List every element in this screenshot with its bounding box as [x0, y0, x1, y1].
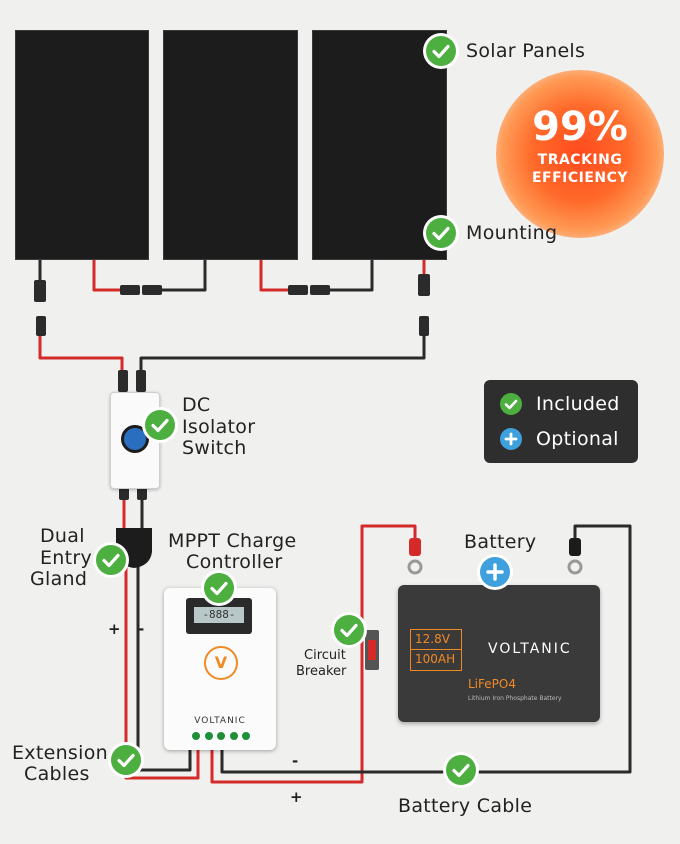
array-black-to-isolator — [139, 333, 426, 374]
dc-isolator-device — [110, 392, 160, 489]
label-dc-isolator-1: DC — [182, 394, 211, 416]
polarity-minus-left: - — [138, 620, 145, 638]
panel1-to-panel2-black — [158, 258, 207, 292]
check-icon — [145, 410, 175, 440]
label-mppt-1: MPPT Charge — [168, 530, 297, 552]
controller-display: -888- — [194, 607, 244, 623]
mppt-controller-device: -888- V VOLTANIC — [164, 588, 276, 750]
badge-line-1: TRACKING — [537, 152, 623, 168]
check-icon — [111, 745, 141, 775]
check-icon — [446, 755, 476, 785]
badge-value: 99% — [532, 104, 628, 150]
red-ring-terminal — [409, 538, 421, 556]
battery-cable-red — [210, 524, 417, 784]
black-ring-terminal — [569, 538, 581, 556]
battery-brand: VOLTANIC — [488, 641, 572, 657]
battery-chemistry: LiFePO4 — [468, 677, 516, 691]
label-battery-cable: Battery Cable — [398, 795, 533, 817]
label-mounting: Mounting — [466, 222, 558, 244]
label-gland-2: Entry — [40, 547, 93, 569]
battery-cable-black — [220, 524, 632, 774]
array-red-to-isolator — [38, 333, 124, 374]
circuit-breaker-device — [365, 630, 379, 670]
label-gland-3: Gland — [30, 568, 88, 590]
label-gland-1: Dual — [40, 525, 85, 547]
controller-brand: VOLTANIC — [194, 716, 246, 726]
polarity-plus-left: + — [108, 620, 121, 638]
legend-label-included: Included — [536, 393, 620, 415]
label-solar-panels: Solar Panels — [466, 40, 586, 62]
legend-item-included: Included — [500, 391, 620, 417]
voltanic-logo-icon: V — [204, 646, 238, 680]
check-icon — [500, 393, 522, 415]
check-icon — [96, 545, 126, 575]
solar-panel-3 — [312, 30, 447, 260]
battery-unit: 12.8V 100AH VOLTANIC LiFePO4 Lithium Iro… — [398, 585, 600, 722]
solar-panel-2 — [163, 30, 298, 260]
tracking-efficiency-badge: 99% TRACKING EFFICIENCY — [496, 70, 664, 238]
legend-label-optional: Optional — [536, 428, 619, 450]
check-icon — [426, 218, 456, 248]
panel1-to-panel2-red — [92, 258, 124, 292]
solar-panel-1 — [15, 30, 149, 260]
label-extension-1: Extension — [12, 742, 108, 764]
check-icon — [204, 573, 234, 603]
panel2-to-panel3-red — [259, 258, 292, 292]
battery-capacity: 100AH — [415, 652, 456, 666]
extension-black — [136, 558, 192, 772]
label-circuit-breaker-1: Circuit — [304, 648, 346, 663]
extension-red — [124, 558, 200, 780]
label-extension-2: Cables — [24, 763, 90, 785]
legend-box: Included Optional — [484, 380, 638, 463]
polarity-plus-bottom: + — [290, 788, 303, 806]
plus-icon — [480, 557, 510, 587]
label-mppt-2: Controller — [186, 551, 283, 573]
panel2-to-panel3-black — [326, 258, 374, 292]
battery-subtitle: Lithium Iron Phosphate Battery — [468, 695, 562, 702]
battery-voltage: 12.8V — [415, 632, 450, 646]
mc4-connectors — [34, 274, 430, 500]
badge-line-2: EFFICIENCY — [531, 170, 629, 186]
plus-icon — [500, 428, 522, 450]
legend-item-optional: Optional — [500, 426, 619, 452]
label-dc-isolator-2: Isolator — [182, 416, 256, 438]
label-circuit-breaker-2: Breaker — [296, 664, 347, 679]
label-dc-isolator-3: Switch — [182, 437, 247, 459]
polarity-minus-bottom: - — [292, 752, 299, 770]
check-icon — [334, 615, 364, 645]
label-battery: Battery — [464, 531, 537, 553]
check-icon — [426, 36, 456, 66]
